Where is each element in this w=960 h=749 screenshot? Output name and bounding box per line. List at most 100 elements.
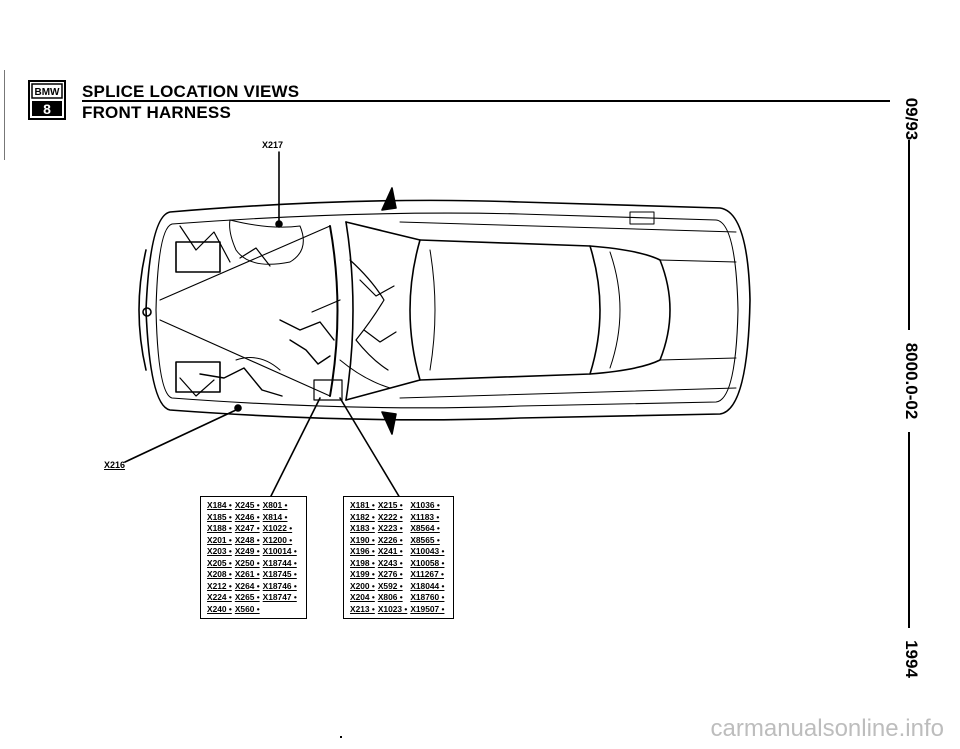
title-rule bbox=[82, 100, 890, 102]
splice-row: X196 •X241 •X10043 • bbox=[350, 546, 447, 558]
logo-bmw-text: BMW bbox=[35, 87, 61, 98]
splice-table-left: X184 •X245 •X801 •X185 •X246 •X814 •X188… bbox=[200, 496, 307, 619]
splice-id: X222 • bbox=[377, 511, 403, 522]
splice-row: X200 •X592 • X18044 • bbox=[350, 581, 447, 593]
splice-row: X224 •X265 •X18747 • bbox=[207, 592, 300, 604]
callout-x217: X217 bbox=[262, 140, 284, 150]
margin-line bbox=[4, 70, 5, 160]
splice-id: X250 • bbox=[234, 557, 260, 568]
splice-id: X806 • bbox=[377, 592, 403, 602]
splice-id: X240 • bbox=[207, 603, 232, 614]
splice-row: X184 •X245 •X801 • bbox=[207, 500, 300, 512]
watermark-text: carmanualsonline.info bbox=[710, 715, 944, 742]
splice-id: X196 • bbox=[350, 546, 375, 556]
splice-id: X592 • bbox=[377, 580, 403, 591]
side-date: 09/93 bbox=[902, 97, 921, 141]
callout-x216: X216 bbox=[104, 460, 126, 470]
splice-id: X10058 • bbox=[410, 557, 445, 568]
page-subtitle: FRONT HARNESS bbox=[82, 103, 231, 122]
splice-id: X1022 • bbox=[262, 523, 293, 533]
side-rule-top bbox=[908, 140, 910, 330]
splice-id: X276 • bbox=[377, 569, 403, 579]
splice-id: X183 • bbox=[350, 523, 375, 533]
splice-id: X246 • bbox=[234, 511, 260, 522]
splice-row: X213 •X1023 •X19507 • bbox=[350, 604, 447, 616]
dot-mark bbox=[340, 736, 342, 738]
splice-id: X205 • bbox=[207, 557, 232, 568]
splice-id: X248 • bbox=[234, 534, 260, 545]
splice-id: X814 • bbox=[262, 511, 288, 522]
splice-list-right: X181 •X215 •X1036 •X182 •X222 •X1183 •X1… bbox=[350, 500, 447, 615]
splice-row: X199 •X276 • X11267 • bbox=[350, 569, 447, 581]
page-title: SPLICE LOCATION VIEWS bbox=[82, 82, 300, 101]
splice-dot-x217 bbox=[275, 220, 283, 228]
splice-row: X188 •X247 •X1022 • bbox=[207, 523, 300, 535]
splice-id: X185 • bbox=[207, 511, 232, 522]
splice-table-right: X181 •X215 •X1036 •X182 •X222 •X1183 •X1… bbox=[343, 496, 455, 619]
splice-id: X10014 • bbox=[262, 546, 297, 556]
splice-row: X208 •X261 •X18745 • bbox=[207, 569, 300, 581]
splice-id: X215 • bbox=[377, 500, 403, 510]
splice-id: X8565 • bbox=[410, 534, 440, 545]
splice-id: X245 • bbox=[234, 500, 260, 510]
side-rule-bottom bbox=[908, 432, 910, 628]
splice-id: X560 • bbox=[234, 603, 260, 614]
splice-row: X201 •X248 •X1200 • bbox=[207, 535, 300, 547]
splice-row: X212 •X264 •X18746 • bbox=[207, 581, 300, 593]
splice-id: X19507 • bbox=[410, 603, 445, 614]
splice-id: X199 • bbox=[350, 569, 375, 579]
splice-row: X182 •X222 • X1183 • bbox=[350, 512, 447, 524]
splice-row: X240 •X560 • bbox=[207, 604, 300, 616]
splice-id: X247 • bbox=[234, 523, 260, 533]
leader-right-box bbox=[339, 397, 401, 499]
splice-id: X198 • bbox=[350, 557, 375, 568]
splice-row: X183 •X223 • X8564 • bbox=[350, 523, 447, 535]
splice-row: X205 •X250 •X18744 • bbox=[207, 558, 300, 570]
splice-id: X204 • bbox=[350, 592, 375, 602]
splice-id: X11267 • bbox=[410, 569, 444, 579]
splice-id: X249 • bbox=[234, 546, 260, 556]
splice-id: X181 • bbox=[350, 500, 375, 510]
callout-line-x216 bbox=[124, 409, 237, 463]
splice-id: X213 • bbox=[350, 603, 375, 614]
splice-id: X182 • bbox=[350, 511, 375, 522]
splice-id: X188 • bbox=[207, 523, 232, 533]
splice-id: X190 • bbox=[350, 534, 375, 545]
side-year: 1994 bbox=[902, 640, 921, 678]
splice-list-left: X184 •X245 •X801 •X185 •X246 •X814 •X188… bbox=[207, 500, 300, 615]
splice-id: X1036 • bbox=[410, 500, 440, 510]
splice-id: X261 • bbox=[234, 569, 260, 579]
splice-id: X1183 • bbox=[410, 511, 440, 522]
splice-id: X226 • bbox=[377, 534, 403, 545]
leader-left-box bbox=[269, 397, 321, 499]
splice-id: X243 • bbox=[377, 557, 403, 568]
splice-id: X203 • bbox=[207, 546, 232, 556]
splice-id: X208 • bbox=[207, 569, 232, 579]
splice-id: X18044 • bbox=[410, 580, 445, 591]
splice-id: X1023 • bbox=[377, 603, 408, 614]
splice-id: X212 • bbox=[207, 580, 232, 591]
splice-id: X265 • bbox=[234, 592, 260, 602]
logo-8-text: 8 bbox=[43, 101, 51, 117]
splice-id: X200 • bbox=[350, 580, 375, 591]
splice-row: X185 •X246 •X814 • bbox=[207, 512, 300, 524]
splice-id: X201 • bbox=[207, 534, 232, 545]
splice-id: X18746 • bbox=[262, 580, 297, 591]
splice-id: X18747 • bbox=[262, 592, 297, 602]
splice-row: X181 •X215 • X1036 • bbox=[350, 500, 447, 512]
side-doc-number: 8000.0-02 bbox=[902, 342, 921, 420]
splice-row: X203 •X249 •X10014 • bbox=[207, 546, 300, 558]
splice-row: X204 •X806 •X18760 • bbox=[350, 592, 447, 604]
splice-id: X8564 • bbox=[410, 523, 440, 533]
splice-row: X198 •X243 • X10058 • bbox=[350, 558, 447, 570]
splice-id: X1200 • bbox=[262, 534, 293, 545]
splice-id: X223 • bbox=[377, 523, 403, 533]
splice-id: X18745 • bbox=[262, 569, 297, 579]
splice-id: X801 • bbox=[262, 500, 288, 510]
splice-id: X18744 • bbox=[262, 557, 297, 568]
splice-id: X224 • bbox=[207, 592, 232, 602]
bmw-8-logo: BMW 8 bbox=[28, 80, 66, 120]
splice-id bbox=[263, 604, 300, 616]
car-body-outline bbox=[145, 199, 751, 421]
